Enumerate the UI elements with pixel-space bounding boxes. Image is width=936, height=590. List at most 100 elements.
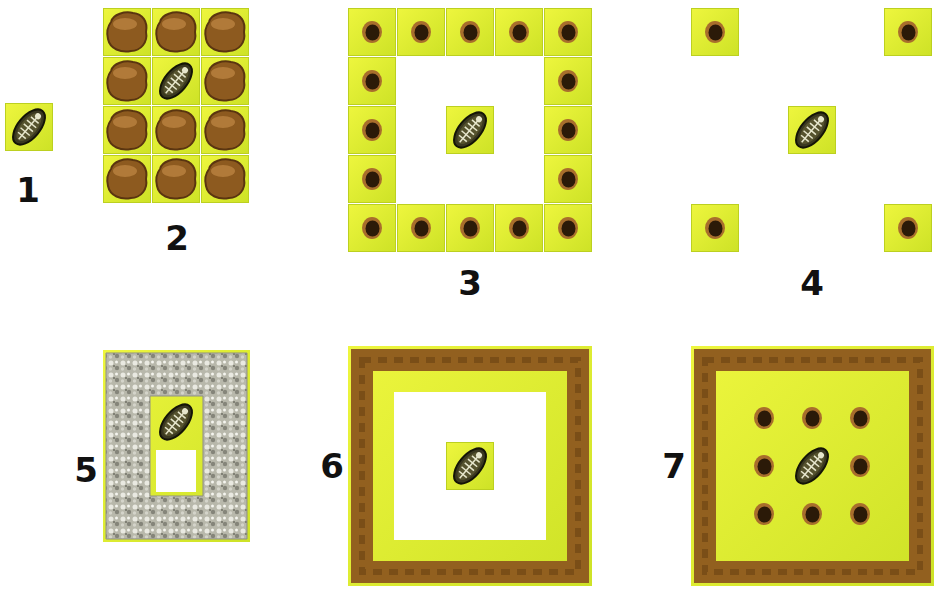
grass-tile xyxy=(201,106,249,154)
grass-tile xyxy=(884,204,932,252)
hole-marker xyxy=(802,407,822,429)
stone-piece xyxy=(205,61,244,100)
grass-ground xyxy=(348,346,592,586)
hole-marker xyxy=(411,21,431,43)
grass-tile xyxy=(348,204,396,252)
grass-tile xyxy=(446,106,494,154)
grass-tile xyxy=(884,8,932,56)
stone-piece xyxy=(205,110,244,149)
hole-marker xyxy=(898,21,918,43)
hole-marker xyxy=(362,21,382,43)
grass-ground xyxy=(103,350,250,542)
hole-marker xyxy=(705,217,725,239)
hole-marker xyxy=(558,168,578,190)
field-border-texture xyxy=(705,360,920,572)
hole-marker xyxy=(509,21,529,43)
figure-number: 5 xyxy=(74,453,98,487)
grass-tile xyxy=(152,57,200,105)
larva-piece xyxy=(7,104,51,150)
grass-tile xyxy=(544,155,592,203)
grass-tile xyxy=(201,155,249,203)
field-border xyxy=(705,360,920,572)
grass-tile xyxy=(446,8,494,56)
figure-number: 6 xyxy=(320,449,344,483)
grass-tile xyxy=(397,8,445,56)
hole-marker xyxy=(754,503,774,525)
hole-marker xyxy=(705,21,725,43)
grass-ground xyxy=(691,346,934,586)
grass-tile xyxy=(152,155,200,203)
gravel-ring xyxy=(106,353,247,539)
grass-tile xyxy=(495,8,543,56)
grass-tile xyxy=(544,204,592,252)
larva-piece xyxy=(790,107,834,153)
hole-marker xyxy=(509,217,529,239)
grass-tile xyxy=(348,155,396,203)
stone-piece xyxy=(107,61,146,100)
hole-marker xyxy=(460,21,480,43)
field-border xyxy=(362,360,578,572)
stone-piece xyxy=(156,159,195,198)
hole-marker xyxy=(460,217,480,239)
grass-tile xyxy=(201,57,249,105)
grass-tile xyxy=(691,204,739,252)
hole-marker xyxy=(558,21,578,43)
hole-marker xyxy=(558,119,578,141)
hole-marker xyxy=(558,70,578,92)
hole-marker xyxy=(802,503,822,525)
figure-number: 4 xyxy=(800,266,824,300)
hole-marker xyxy=(898,217,918,239)
stone-piece xyxy=(107,12,146,51)
hole-marker xyxy=(754,407,774,429)
grass-tile xyxy=(201,8,249,56)
hole-marker xyxy=(850,503,870,525)
hole-marker xyxy=(362,70,382,92)
hole-marker xyxy=(754,455,774,477)
grass-tile xyxy=(544,8,592,56)
grass-tile xyxy=(348,106,396,154)
hole-marker xyxy=(362,119,382,141)
hole-marker xyxy=(362,217,382,239)
grass-tile xyxy=(348,57,396,105)
empty-space xyxy=(394,392,546,540)
larva-piece xyxy=(448,107,492,153)
grass-tile xyxy=(446,442,494,490)
stone-piece xyxy=(205,159,244,198)
hole-ring xyxy=(348,8,592,252)
empty-space xyxy=(156,450,196,492)
stone-piece xyxy=(205,12,244,51)
grass-tile xyxy=(103,8,151,56)
grass-tile xyxy=(691,8,739,56)
grass-tile xyxy=(152,8,200,56)
grass-tile xyxy=(446,204,494,252)
grass-tile xyxy=(5,103,53,151)
grass-tile xyxy=(103,57,151,105)
figure-number: 1 xyxy=(16,173,40,207)
grass-tile xyxy=(788,106,836,154)
grass-tile xyxy=(544,106,592,154)
larva-piece xyxy=(154,399,198,445)
figure-number: 7 xyxy=(662,449,686,483)
larva-piece xyxy=(448,443,492,489)
hole-marker xyxy=(362,168,382,190)
grass-tile xyxy=(348,8,396,56)
stone-piece xyxy=(156,12,195,51)
grass-tile xyxy=(397,204,445,252)
figure-number: 2 xyxy=(165,221,189,255)
grass-tile xyxy=(544,57,592,105)
hole-marker xyxy=(411,217,431,239)
hole-marker xyxy=(850,407,870,429)
grass-tile xyxy=(103,106,151,154)
figure-number: 3 xyxy=(458,266,482,300)
hole-marker xyxy=(850,455,870,477)
hole-marker xyxy=(558,217,578,239)
grass-tile xyxy=(103,155,151,203)
grass-tile xyxy=(152,106,200,154)
stone-piece xyxy=(156,110,195,149)
stone-piece xyxy=(107,159,146,198)
larva-piece xyxy=(790,443,834,489)
field-border-texture xyxy=(362,360,578,572)
stone-piece xyxy=(107,110,146,149)
grass-tile xyxy=(495,204,543,252)
